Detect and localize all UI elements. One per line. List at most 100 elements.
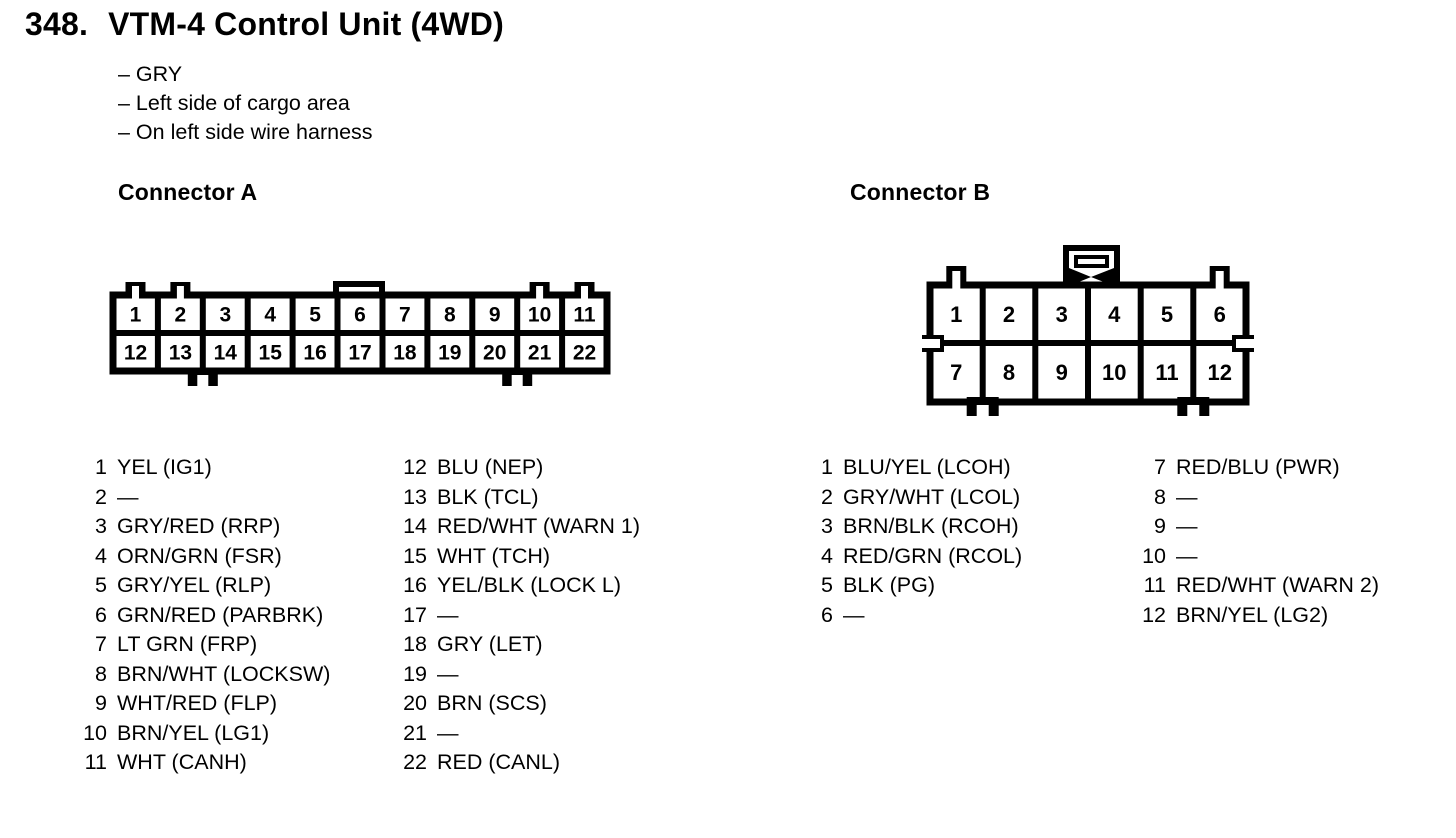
pin-cell-number: 11: [573, 304, 596, 327]
connector-b-grid-lines: [930, 285, 1246, 402]
pin-cell-number: 2: [175, 304, 187, 327]
pin-cell-number: 11: [1155, 360, 1178, 385]
pin-number: 6: [95, 602, 107, 627]
pin-wire-label: GRY/WHT (LCOL): [843, 484, 1021, 509]
pin-cell-number: 1: [950, 302, 962, 327]
pin-cell-number: 13: [169, 342, 192, 365]
pin-number: 10: [1142, 543, 1166, 568]
pin-number: 1: [95, 455, 107, 479]
section-number: 348.: [25, 6, 89, 42]
pin-number: 11: [84, 750, 107, 774]
pin-wire-label: BLU (NEP): [437, 455, 544, 479]
pin-number: 17: [403, 602, 427, 627]
pin-cell-number: 1: [130, 304, 142, 327]
pin-wire-label: —: [117, 484, 139, 509]
pin-wire-label: LT GRN (FRP): [117, 632, 258, 656]
pin-row: 17 —: [391, 601, 640, 631]
pin-wire-label: BRN/YEL (LG2): [1176, 602, 1329, 627]
pin-number: 15: [403, 543, 427, 568]
pin-cell-number: 17: [348, 342, 371, 365]
connector-a-diagram: 1 2 3 4 5 6 7 8 9 10 11 12 13 14 15 16 1…: [109, 281, 611, 392]
pin-wire-label: —: [437, 720, 459, 745]
pin-wire-label: BRN/YEL (LG1): [117, 720, 270, 745]
pin-number: 5: [95, 573, 107, 597]
pin-number: 18: [403, 632, 427, 656]
bottom-lock-slot: [1187, 405, 1200, 420]
pin-cell-number: 8: [444, 304, 456, 327]
pin-wire-label: YEL (IG1): [117, 455, 212, 479]
side-notch: [922, 335, 944, 352]
pin-wire-label: RED/WHT (WARN 1): [437, 514, 641, 538]
pin-number: 4: [821, 543, 833, 568]
pin-wire-label: WHT (TCH): [437, 543, 551, 568]
pin-wire-label: —: [1176, 484, 1198, 509]
bottom-lock-slot: [197, 375, 209, 392]
note-line: – Left side of cargo area: [118, 91, 350, 115]
pin-row: 18 GRY (LET): [391, 630, 640, 660]
pin-number: 5: [821, 573, 833, 597]
pin-number: 19: [403, 661, 427, 686]
bottom-lock-slot: [511, 375, 523, 392]
pin-wire-label: —: [843, 602, 865, 627]
pin-number: 16: [403, 573, 427, 597]
pin-wire-label: BRN/BLK (RCOH): [843, 514, 1019, 538]
alignment-tab-slot: [1215, 271, 1224, 307]
pin-row: 15 WHT (TCH): [391, 542, 640, 572]
pin-number: 20: [403, 691, 427, 715]
connector-b-heading: Connector B: [850, 179, 991, 205]
pin-cell-number: 19: [438, 342, 461, 365]
pin-number: 3: [821, 514, 833, 538]
pin-number: 1: [821, 455, 833, 479]
pin-cell-number: 4: [264, 304, 276, 327]
pin-cell-number: 22: [573, 342, 596, 365]
pin-wire-label: WHT/RED (FLP): [117, 691, 278, 715]
pin-wire-label: —: [437, 661, 459, 686]
pin-cell-number: 7: [950, 360, 962, 385]
pin-wire-label: —: [437, 602, 459, 627]
pin-wire-label: RED/GRN (RCOL): [843, 543, 1023, 568]
pin-wire-label: BLU/YEL (LCOH): [843, 455, 1011, 479]
pin-number: 7: [1154, 455, 1166, 479]
section-title: VTM-4 Control Unit (4WD): [108, 6, 504, 42]
pin-row: 4 RED/GRN (RCOL): [797, 542, 1022, 572]
pin-row: 14 RED/WHT (WARN 1): [391, 512, 640, 542]
pin-cell-number: 5: [309, 304, 321, 327]
pin-cell-number: 21: [528, 342, 552, 365]
note-line: – On left side wire harness: [118, 120, 373, 144]
connector-a-heading: Connector A: [118, 179, 258, 205]
pin-row: 2—: [71, 483, 330, 513]
pin-row: 19 —: [391, 660, 640, 690]
pin-row: 5 GRY/YEL (RLP): [71, 571, 330, 601]
note-line: – GRY: [118, 62, 183, 86]
connector-a-grid-lines: [113, 295, 607, 371]
pin-cell-number: 8: [1003, 360, 1015, 385]
pin-wire-label: RED/WHT (WARN 2): [1176, 573, 1380, 597]
pin-wire-label: RED/BLU (PWR): [1176, 455, 1340, 479]
pin-number: 3: [95, 514, 107, 538]
pin-row: 9—: [1130, 512, 1379, 542]
pin-wire-label: GRY/YEL (RLP): [117, 573, 272, 597]
pin-cell-number: 2: [1003, 302, 1015, 327]
pin-cell-number: 12: [1207, 360, 1231, 385]
pin-row: 8 BRN/WHT (LOCKSW): [71, 660, 330, 690]
pin-number: 11: [1143, 573, 1166, 597]
pin-number: 14: [403, 514, 427, 538]
alignment-tab-slot: [132, 286, 139, 304]
location-notes: – GRY – Left side of cargo area – On lef…: [118, 60, 373, 147]
pin-number: 8: [95, 661, 107, 686]
pin-cell-number: 3: [1056, 302, 1068, 327]
pin-wire-label: GRY (LET): [437, 632, 543, 656]
pin-cell-number: 3: [219, 304, 231, 327]
pin-cell-number: 6: [1214, 302, 1226, 327]
pin-number: 22: [403, 750, 427, 774]
pin-wire-label: BRN/WHT (LOCKSW): [117, 661, 331, 686]
pin-cell-number: 4: [1108, 302, 1121, 327]
